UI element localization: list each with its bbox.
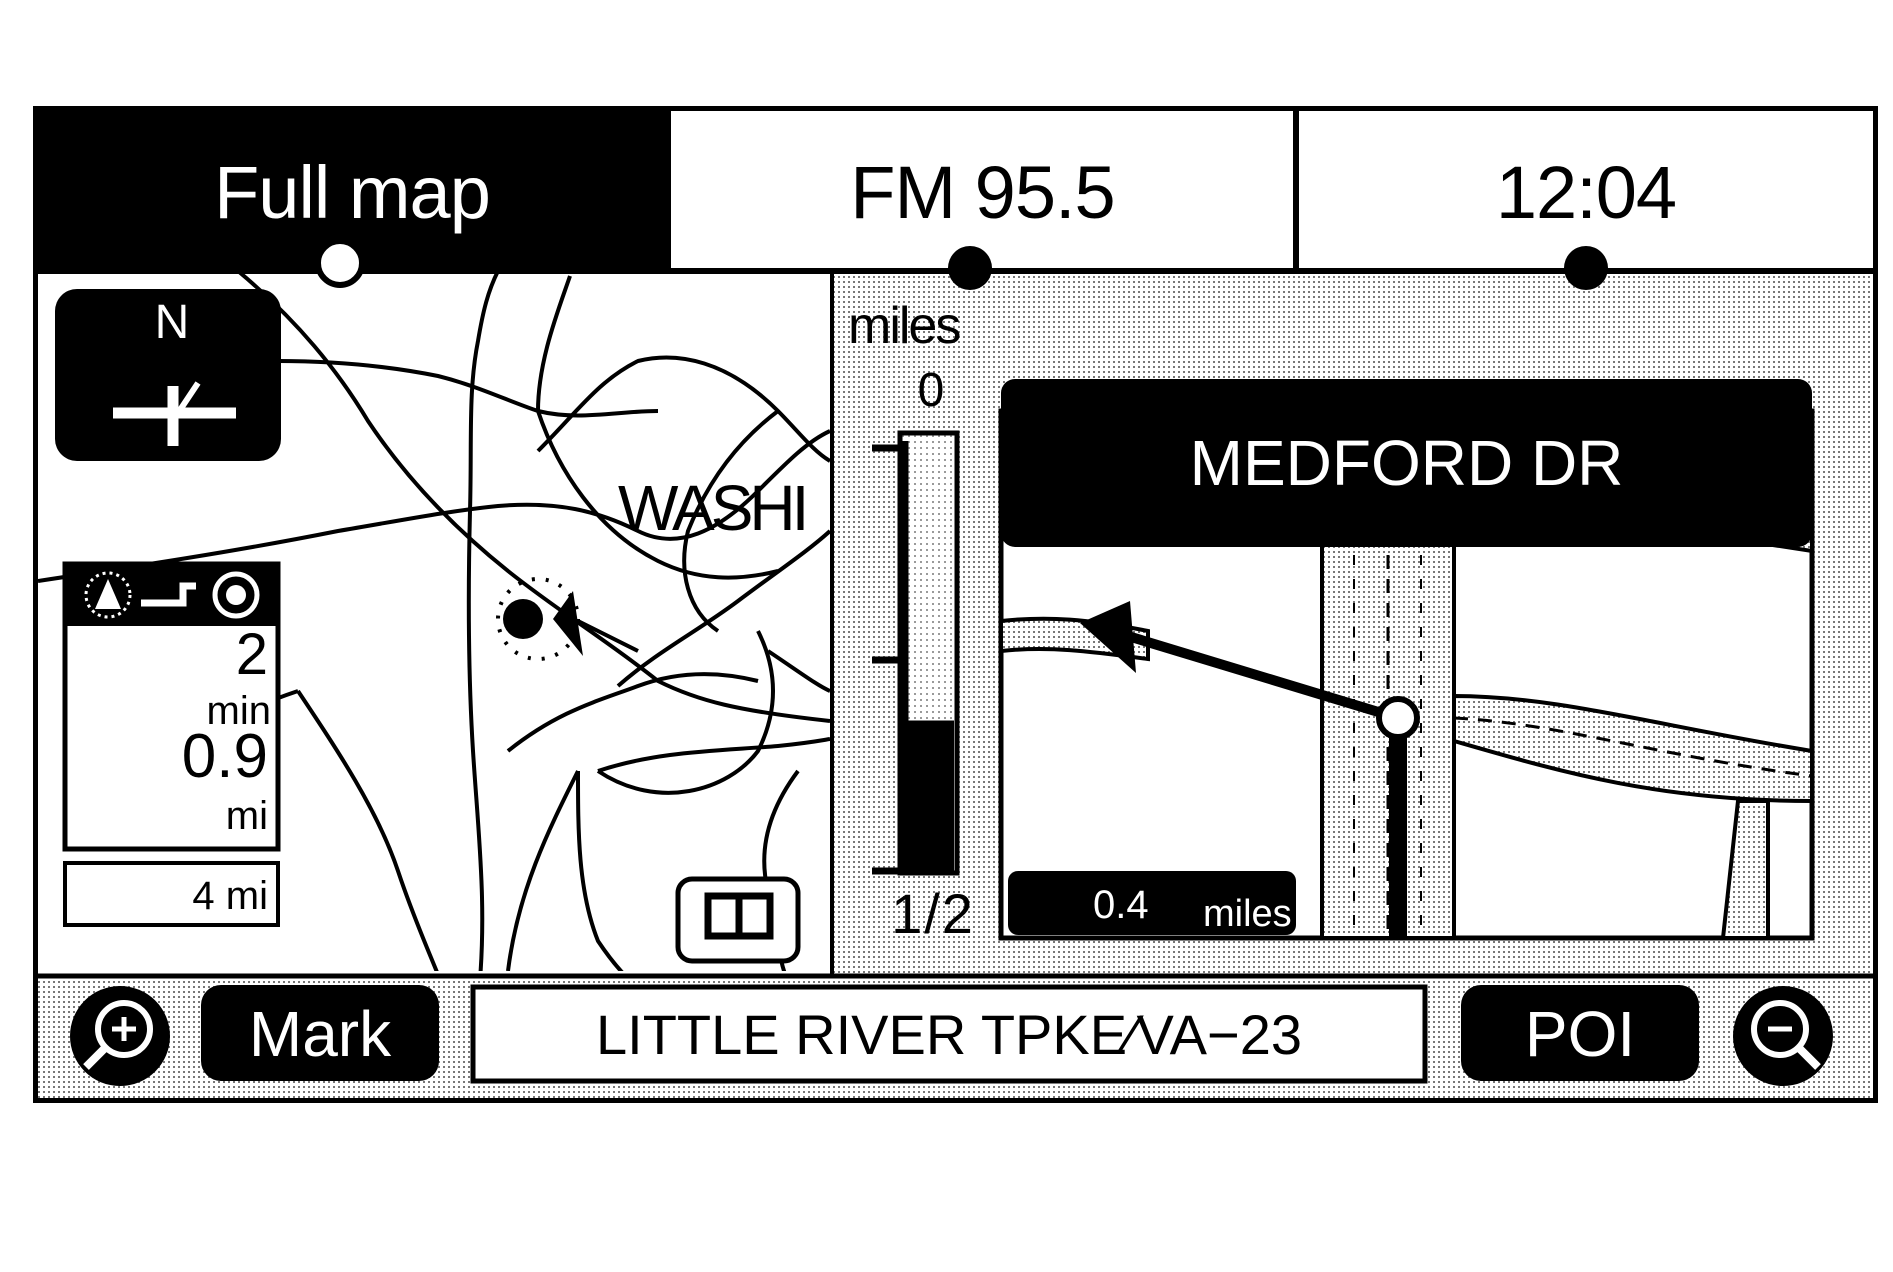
north-heading-icon [113,381,236,446]
guidance-distance-unit: mi [225,794,268,838]
zoom-out-icon [1733,986,1833,1086]
tab-indicator-dot [315,238,365,288]
guidance-time-unit: min [206,689,271,733]
street-name-header [1001,379,1812,547]
nav-screen: Full map FM 95.5 12:04 N WASHI 2 min 0.9… [33,106,1878,1103]
maneuver-point-icon [1376,696,1420,740]
compass-button[interactable] [55,289,281,461]
current-road-name: LITTLE RIVER TPKE∕VA−23 [595,1003,1302,1066]
split-screen-icon [704,892,774,940]
maneuver-distance-box [1008,871,1296,935]
tab-indicator-dot [948,246,992,290]
tab-clock[interactable]: 12:04 [1495,151,1677,234]
zoom-out-button[interactable] [1733,986,1833,1086]
split-view-button[interactable] [678,879,798,961]
gps-uncertainty-ring [496,577,580,661]
tab-radio-station[interactable]: FM 95.5 [850,151,1115,234]
tab-full-map[interactable]: Full map [214,151,491,234]
map-city-label: WASHI [618,472,809,544]
compass-north-label: N [154,296,190,349]
map-scale-label[interactable]: 4 mi [192,874,268,918]
map-roads [38,271,830,971]
turn-arrow-icon [141,582,196,607]
next-street-name: MEDFORD DR [1189,427,1624,499]
guidance-distance-value: 0.9 [181,722,268,791]
distance-progress-bar [872,430,960,876]
current-road-box [470,984,1428,1084]
scale-box [63,861,280,927]
maneuver-arrow-icon [1080,601,1136,673]
distance-bar-top-label: 0 [917,364,945,417]
mark-button[interactable]: Mark [201,985,439,1081]
zoom-in-button[interactable] [70,986,170,1086]
distance-bar-unit: miles [848,297,961,355]
poi-button[interactable]: POI [1461,985,1699,1081]
vehicle-heading-arrow-icon [553,591,583,656]
distance-bar-bottom-label: 1/2 [891,882,975,945]
vehicle-position-icon [503,599,543,639]
guidance-time-value: 2 [235,622,268,687]
zoom-in-icon [70,986,170,1086]
gps-signal-icon [84,571,132,619]
tab-indicator-dot [1564,246,1608,290]
destination-icon [212,571,260,619]
guidance-box-header [65,564,278,626]
maneuver-distance-value: 0.4 [1093,883,1149,927]
maneuver-distance-unit: miles [1203,893,1292,935]
